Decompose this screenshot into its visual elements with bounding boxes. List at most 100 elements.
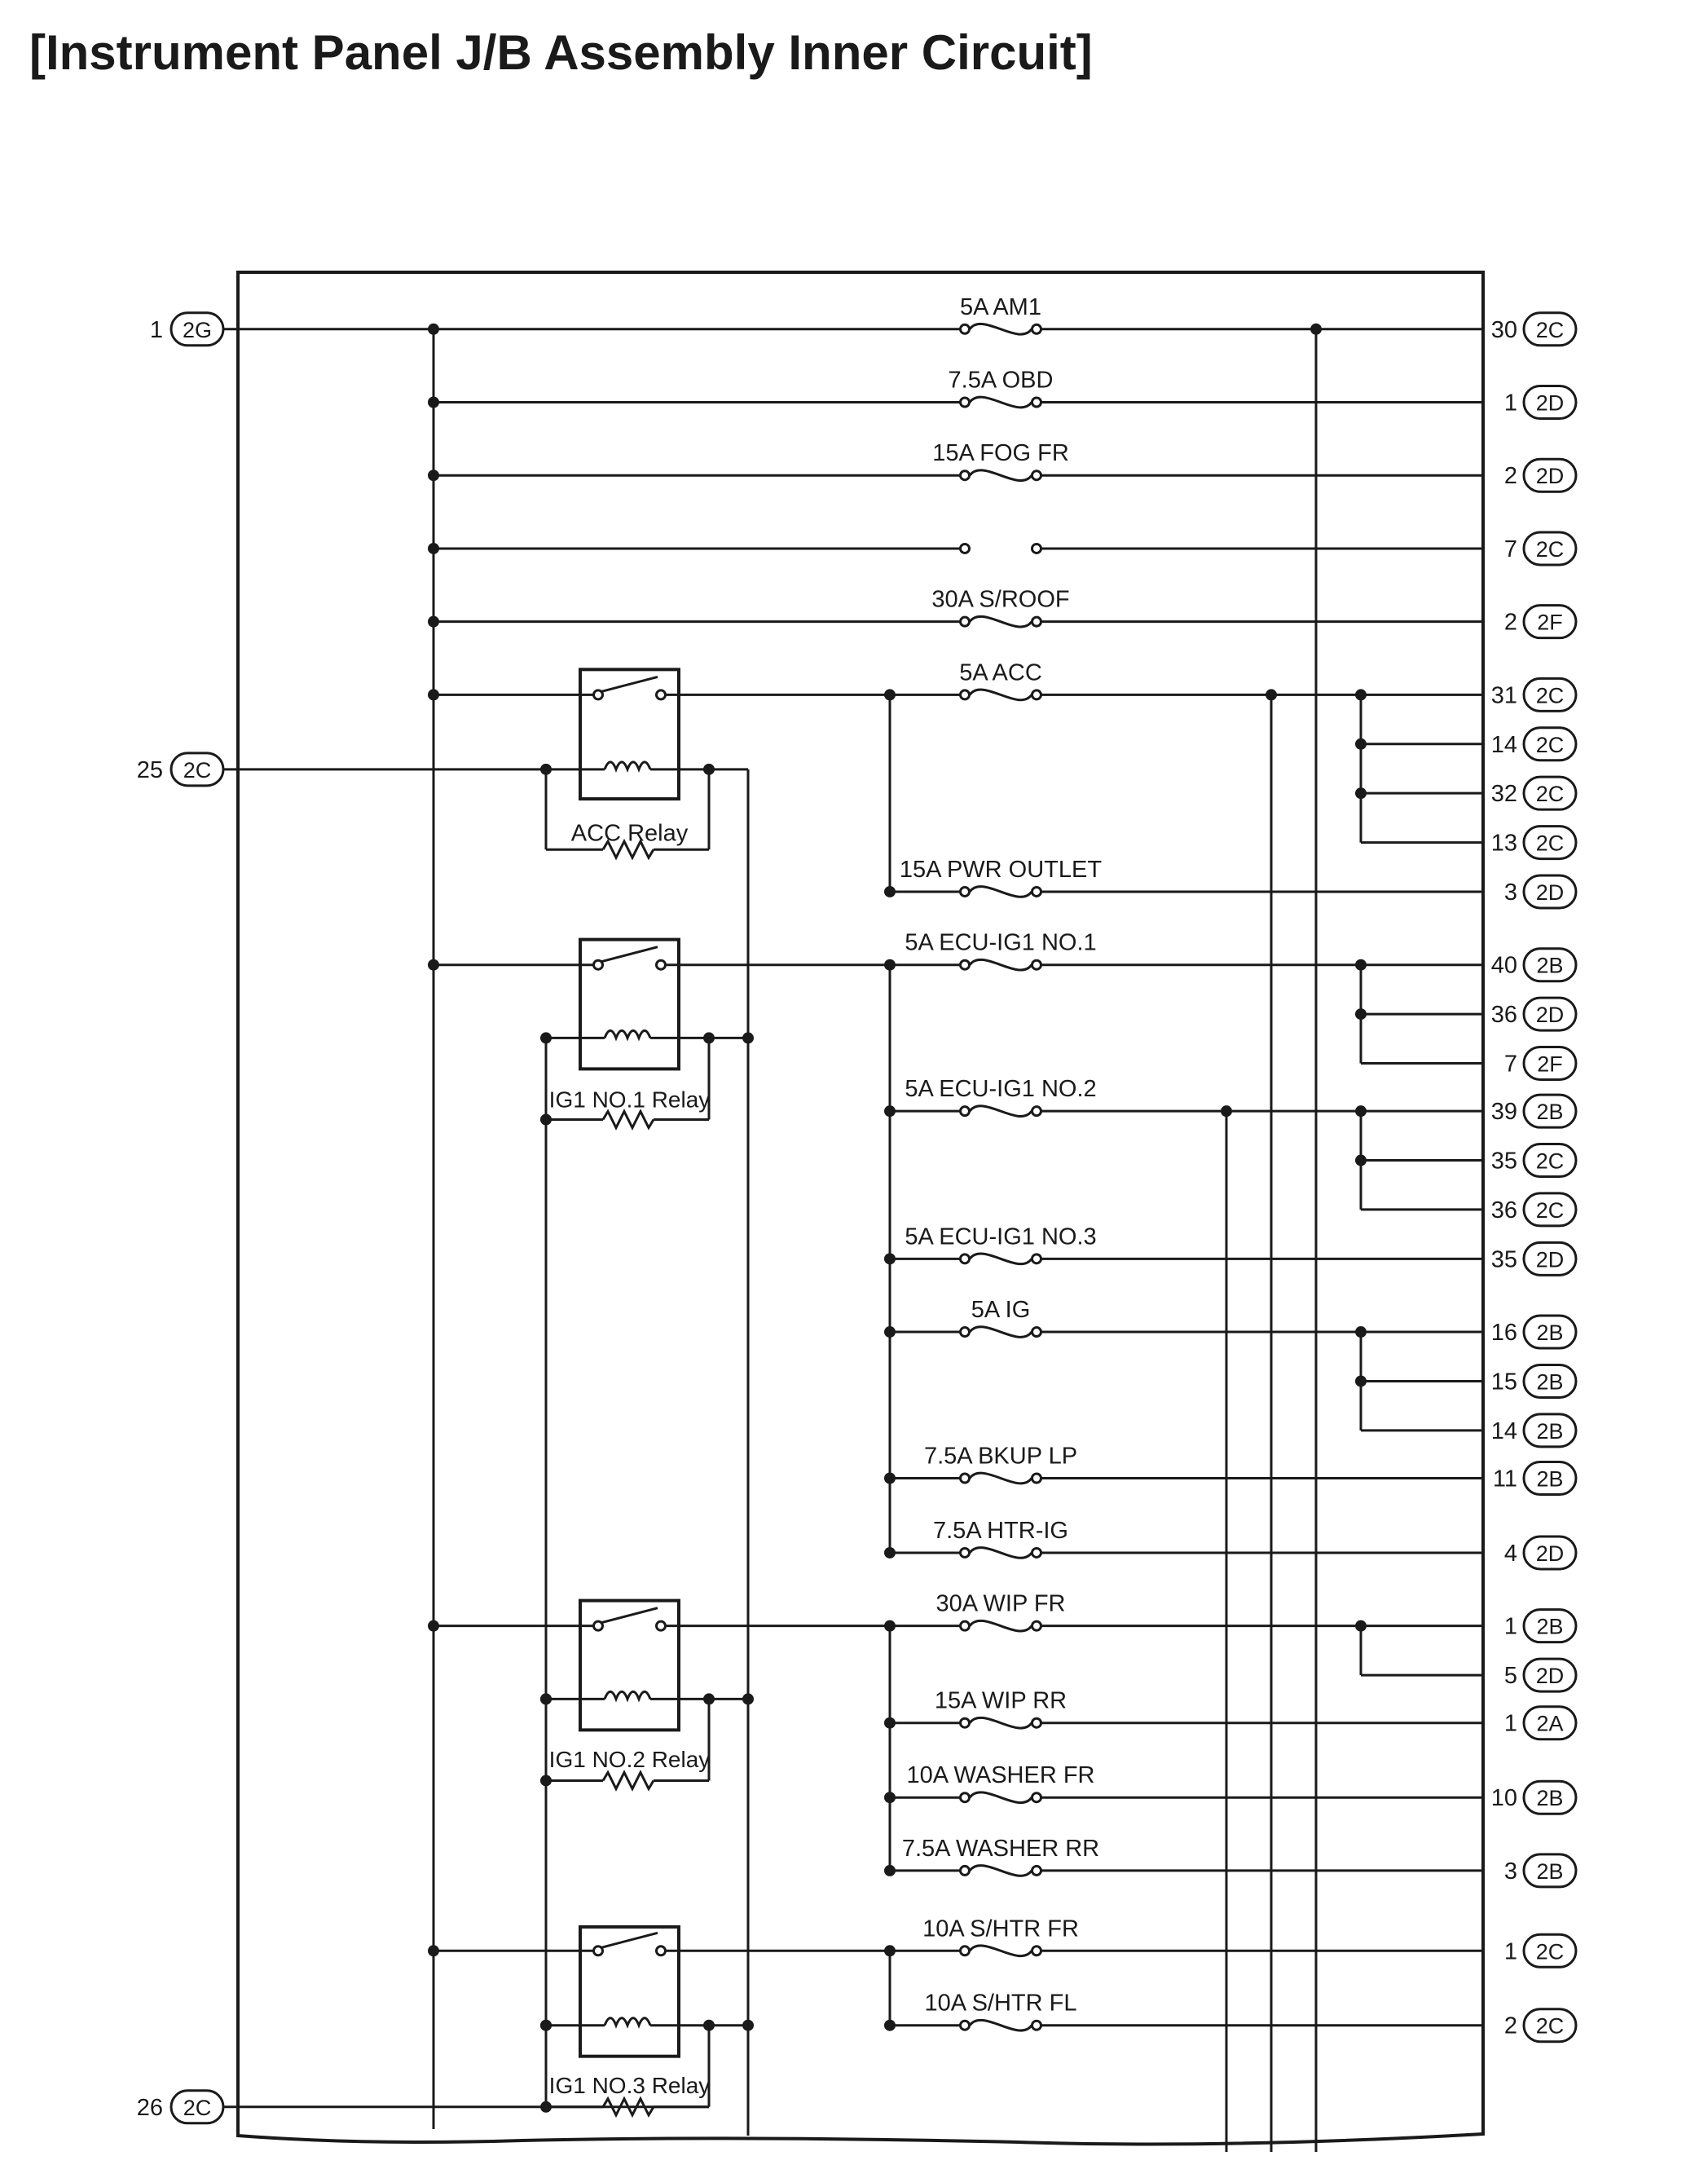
relay-box — [579, 937, 680, 1071]
junction-dot — [1355, 787, 1367, 800]
relay-box — [579, 668, 680, 801]
junction-block-outline — [236, 271, 1485, 2146]
relay-label: IG1 NO.3 Relay — [549, 2073, 711, 2098]
junction-dot — [884, 959, 896, 971]
right-pin-number: 13 — [1491, 831, 1517, 857]
junction-dot — [1355, 1375, 1367, 1387]
junction-dot — [428, 470, 439, 482]
coil-icon — [603, 761, 652, 773]
fuse-terminal — [1031, 1326, 1042, 1338]
junction-dot — [428, 1945, 439, 1957]
junction-dot — [884, 1105, 896, 1118]
junction-dot — [540, 1775, 552, 1787]
fuse-terminal — [959, 885, 971, 897]
junction-dot — [703, 1693, 715, 1705]
right-connector-id: 2C — [1536, 1149, 1565, 1174]
relay-contact — [655, 689, 667, 701]
connector-bubble — [169, 311, 225, 347]
fuse-label: 7.5A HTR-IG — [933, 1518, 1068, 1544]
junction-dot — [1221, 1105, 1232, 1118]
fuse-terminal — [1031, 1717, 1042, 1729]
relay-switch-arm — [601, 1607, 658, 1625]
right-connector-id: 2D — [1536, 1003, 1565, 1027]
fuse-label: 5A IG — [971, 1297, 1031, 1323]
fuse-label: 5A ACC — [959, 659, 1042, 686]
connector-bubble — [1522, 1657, 1578, 1693]
fuse-marks — [959, 323, 1042, 2032]
right-pin-number: 1 — [1504, 1938, 1517, 1964]
left-connector-id: 2G — [183, 318, 212, 342]
right-connector-id: 2C — [1536, 733, 1565, 757]
fuse-label: 5A ECU-IG1 NO.2 — [905, 1076, 1096, 1102]
open-terminal — [1031, 542, 1042, 554]
relay-label: IG1 NO.1 Relay — [549, 1087, 711, 1113]
junction-dot — [884, 1472, 896, 1484]
connector-bubble — [1522, 311, 1578, 347]
connector-bubble — [1522, 1413, 1578, 1448]
fuse-terminal — [959, 1472, 971, 1484]
fuse-terminal — [1031, 470, 1042, 482]
right-connector-id: 2D — [1536, 1664, 1565, 1688]
junction-dot — [884, 1792, 896, 1804]
fuse-icon — [968, 1546, 1033, 1559]
connector-bubble — [1522, 2008, 1578, 2044]
fuse-label: 30A WIP FR — [935, 1591, 1065, 1617]
right-pin-number: 2 — [1504, 2013, 1517, 2039]
right-pin-number: 1 — [1504, 1614, 1517, 1640]
right-connector-id: 2C — [1536, 1198, 1565, 1223]
junction-dot — [540, 1693, 552, 1705]
fuse-terminal — [959, 1717, 971, 1729]
right-connector-id: 2B — [1536, 1320, 1563, 1345]
fuse-terminal — [1031, 1472, 1042, 1484]
right-connector-id: 2C — [1536, 2014, 1565, 2039]
resistor-icon — [601, 2096, 655, 2118]
connector-bubble — [1522, 604, 1578, 640]
junction-dot — [703, 763, 715, 775]
right-pin-number: 2 — [1504, 463, 1517, 489]
fuse-terminal — [1031, 1945, 1042, 1957]
fuse-label: 10A S/HTR FL — [925, 1991, 1077, 2017]
connector-bubble — [1522, 1143, 1578, 1179]
connector-bubble — [1522, 1241, 1578, 1276]
junction-dot — [703, 2019, 715, 2031]
wires — [222, 328, 1483, 2152]
right-connector-id: 2B — [1536, 1419, 1563, 1444]
fuse-terminal — [1031, 1864, 1042, 1876]
fuse-terminal — [959, 1864, 971, 1876]
left-pin-number: 25 — [137, 757, 163, 783]
relay-contact — [592, 1945, 604, 1957]
connector-bubble — [1522, 384, 1578, 420]
fuse-terminal — [959, 1620, 971, 1632]
junction-dot — [742, 1693, 754, 1705]
right-connector-id: 2B — [1536, 1786, 1563, 1810]
fuse-terminal — [1031, 1546, 1042, 1559]
fuse-terminal — [1031, 1253, 1042, 1265]
right-pin-number: 7 — [1504, 536, 1517, 562]
connector-bubble — [169, 752, 225, 787]
relay-switch-arm — [601, 946, 658, 963]
fuse-terminal — [959, 615, 971, 628]
connector-bubble — [169, 2089, 225, 2125]
fuse-label: 10A WASHER FR — [907, 1762, 1095, 1788]
right-pin-number: 40 — [1491, 953, 1517, 979]
relay-box — [579, 1924, 680, 2058]
coil-icon — [603, 1029, 652, 1042]
fuse-label: 7.5A WASHER RR — [902, 1836, 1099, 1862]
fuse-terminal — [959, 1105, 971, 1118]
connector-bubble — [1522, 1933, 1578, 1969]
right-pin-number: 36 — [1491, 1002, 1517, 1028]
fuse-terminal — [959, 689, 971, 701]
fuse-terminal — [959, 396, 971, 408]
fuse-icon — [968, 1716, 1033, 1730]
fuse-terminal — [1031, 1620, 1042, 1632]
relay-contact — [592, 1620, 604, 1632]
connector-bubble — [1522, 1461, 1578, 1497]
fuse-terminal — [1031, 323, 1042, 335]
relay-switch-arm — [601, 1931, 658, 1949]
connector-bubble — [1522, 1853, 1578, 1889]
junction-dot — [1310, 323, 1322, 335]
junction-dot — [540, 2101, 552, 2113]
right-connector-id: 2C — [1536, 782, 1565, 806]
right-pin-number: 16 — [1491, 1320, 1517, 1346]
